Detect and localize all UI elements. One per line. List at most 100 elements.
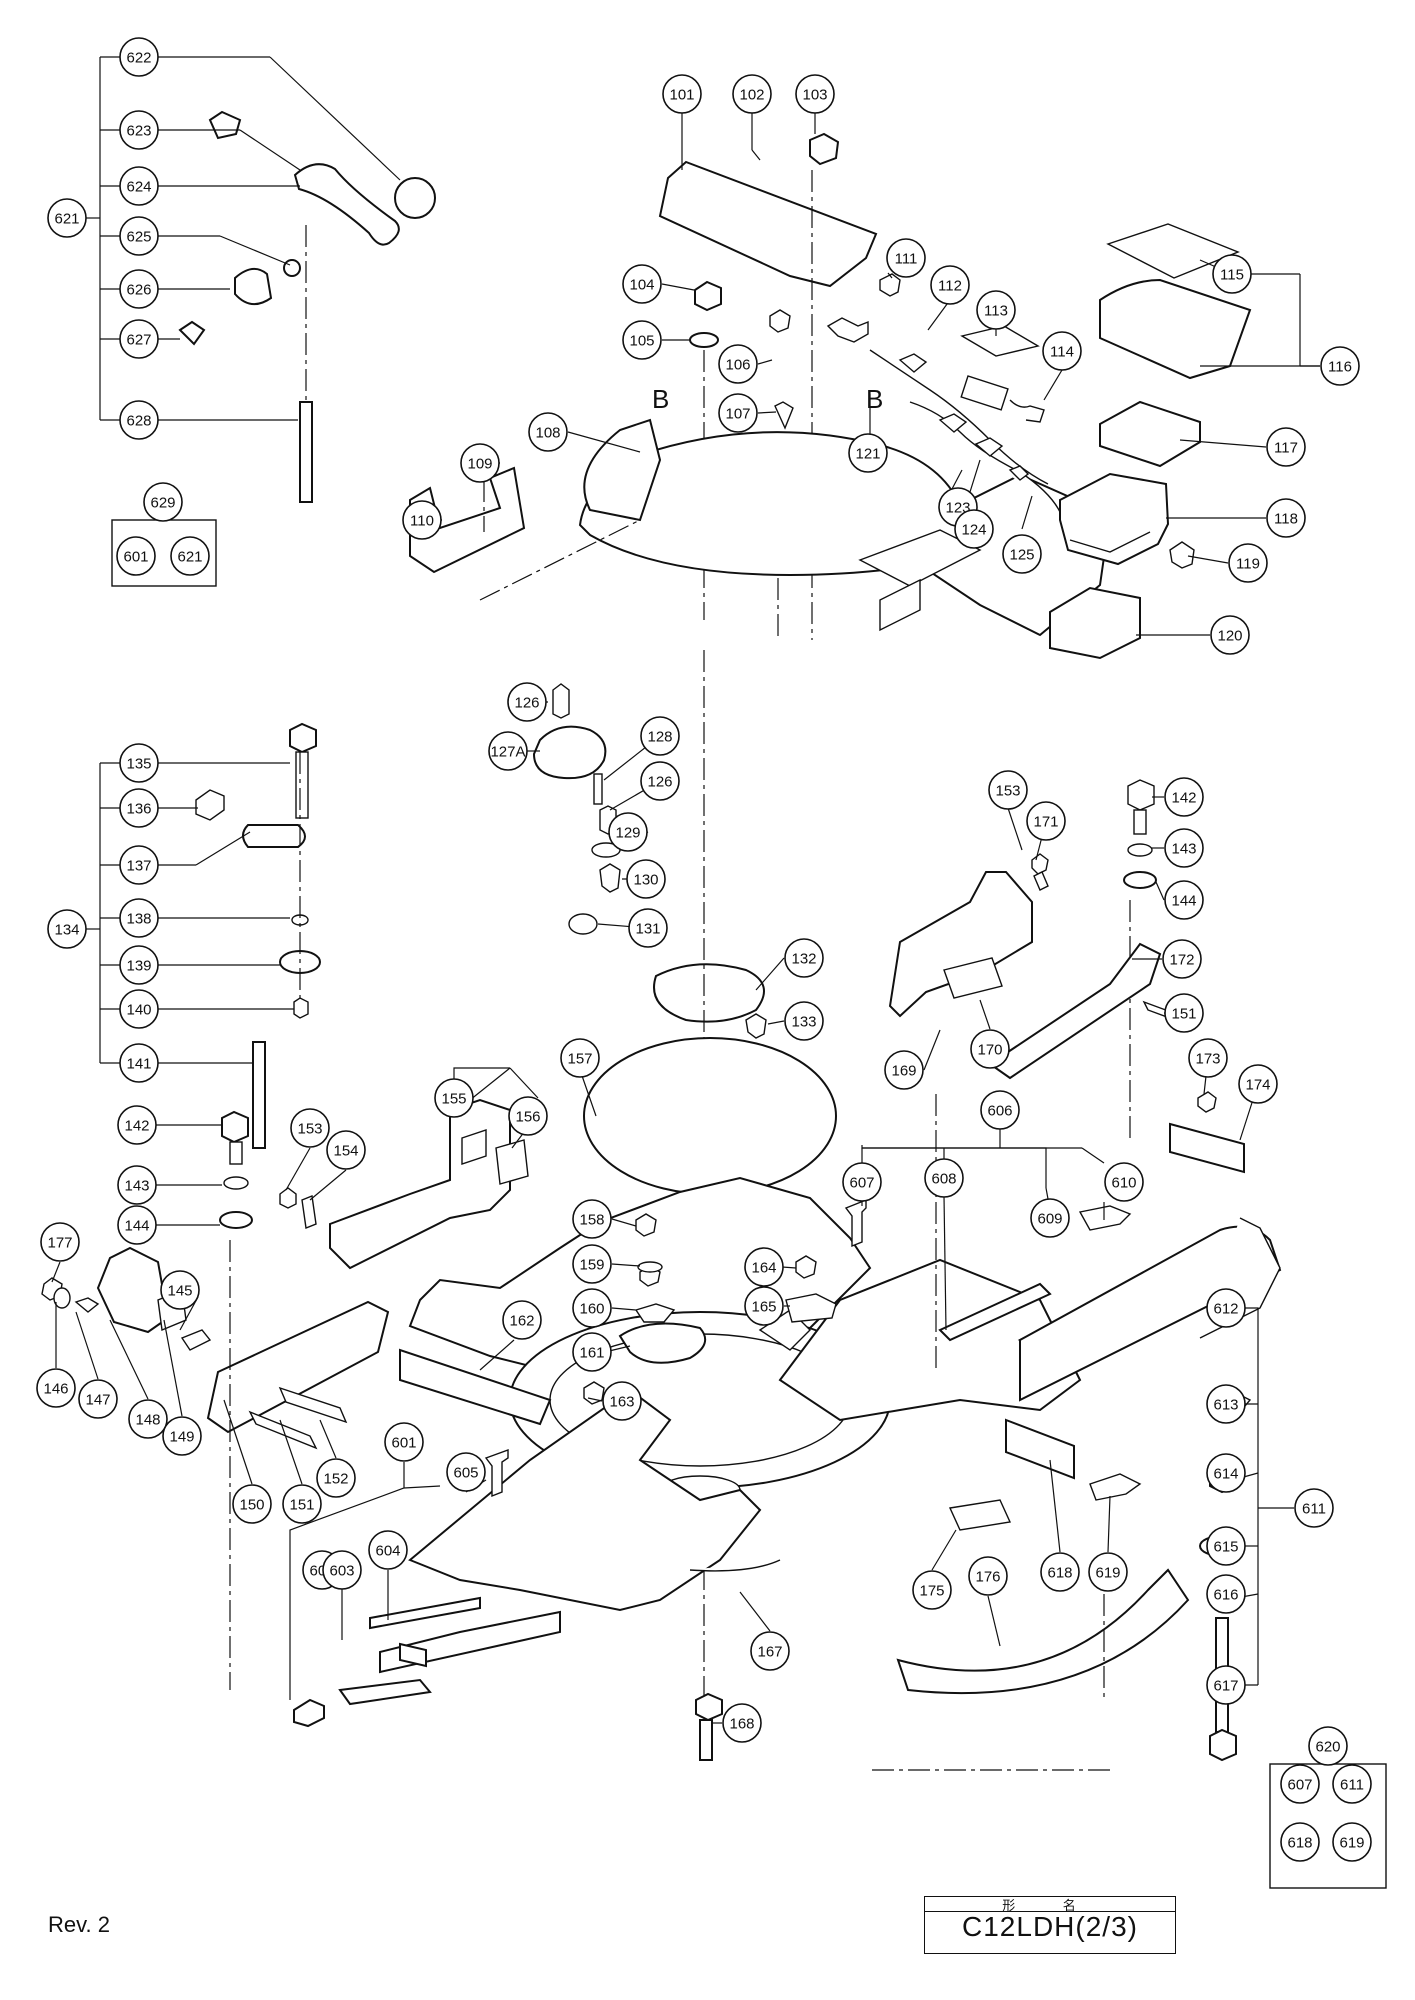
callout-148: 148 — [128, 1399, 168, 1439]
callout-130: 130 — [626, 859, 666, 899]
callout-615: 615 — [1206, 1526, 1246, 1566]
callout-142: 142 — [117, 1105, 157, 1145]
callout-149: 149 — [162, 1416, 202, 1456]
callout-number: 134 — [54, 922, 79, 939]
callout-circle — [119, 37, 159, 77]
callout-circle — [1104, 1162, 1144, 1202]
callout-number: 146 — [43, 1381, 68, 1398]
callout-circle — [1162, 939, 1202, 979]
callout-116: 116 — [1320, 346, 1360, 386]
callout-circle — [1294, 1488, 1334, 1528]
view-label-b-left: B — [652, 384, 669, 414]
callout-number: 151 — [1171, 1006, 1196, 1023]
callout-number: 127A — [490, 744, 525, 761]
callout-circle — [1164, 880, 1204, 920]
callout-606: 606 — [980, 1090, 1020, 1130]
callout-138: 138 — [119, 898, 159, 938]
center-lines — [229, 519, 1110, 1771]
callout-number: 137 — [126, 858, 151, 875]
callout-176: 176 — [968, 1556, 1008, 1596]
callout-number: 128 — [647, 729, 672, 746]
callout-number: 621 — [177, 549, 202, 566]
callout-number: 148 — [135, 1412, 160, 1429]
callout-number: 110 — [410, 513, 434, 530]
callout-number: 149 — [169, 1429, 194, 1446]
callout-145: 145 — [160, 1270, 200, 1310]
callout-104: 104 — [622, 264, 662, 304]
callout-604: 604 — [368, 1530, 408, 1570]
callout-number: 108 — [535, 425, 560, 442]
callout-circle — [119, 945, 159, 985]
callout-number: 104 — [629, 277, 654, 294]
callout-125: 125 — [1002, 534, 1042, 574]
callout-131: 131 — [628, 908, 668, 948]
view-label-b-right: B — [866, 384, 883, 414]
callout-circle — [1210, 615, 1250, 655]
callout-118: 118 — [1266, 498, 1306, 538]
callout-number: 153 — [297, 1121, 322, 1138]
callout-circle — [976, 290, 1016, 330]
callout-number: 616 — [1213, 1587, 1238, 1604]
callout-number: 147 — [85, 1392, 110, 1409]
leader-lines — [51, 56, 1320, 1724]
callout-number: 119 — [1236, 556, 1260, 573]
callout-number: 125 — [1009, 547, 1034, 564]
callout-number: 114 — [1050, 344, 1074, 361]
callout-circle — [980, 1090, 1020, 1130]
callout-circle — [326, 1130, 366, 1170]
callout-number: 162 — [509, 1313, 534, 1330]
callout-circle — [1206, 1665, 1246, 1705]
callout-number: 169 — [891, 1063, 916, 1080]
callout-112: 112 — [930, 265, 970, 305]
callout-number: 621 — [54, 211, 79, 228]
callout-124: 124 — [954, 509, 994, 549]
callout-619: 619 — [1332, 1822, 1372, 1862]
callout-626: 626 — [119, 269, 159, 309]
callout-circle — [640, 716, 680, 756]
callout-number: 618 — [1047, 1565, 1072, 1582]
callout-circle — [507, 682, 547, 722]
callout-170: 170 — [970, 1029, 1010, 1069]
callout-628: 628 — [119, 400, 159, 440]
callout-161: 161 — [572, 1332, 612, 1372]
callout-155: 155 — [434, 1078, 474, 1118]
callout-circle — [1266, 427, 1306, 467]
callout-circle — [622, 264, 662, 304]
callout-126: 126 — [507, 682, 547, 722]
callout-number: 158 — [579, 1212, 604, 1229]
callout-121: 121 — [848, 433, 888, 473]
callout-126: 126 — [640, 761, 680, 801]
callout-circle — [930, 265, 970, 305]
callout-611: 611 — [1294, 1488, 1334, 1528]
callout-number: 139 — [126, 958, 151, 975]
callout-143: 143 — [1164, 828, 1204, 868]
callout-number: 627 — [126, 332, 151, 349]
callout-number: 617 — [1213, 1678, 1238, 1695]
callout-circle — [848, 433, 888, 473]
callout-173: 173 — [1188, 1038, 1228, 1078]
callout-circle — [117, 1105, 157, 1145]
callout-153: 153 — [988, 770, 1028, 810]
callout-circle — [508, 1096, 548, 1136]
callout-circle — [36, 1368, 76, 1408]
callout-618: 618 — [1040, 1552, 1080, 1592]
callout-number: 130 — [633, 872, 658, 889]
callout-number: 606 — [987, 1103, 1012, 1120]
callout-circle — [954, 509, 994, 549]
callout-circle — [282, 1484, 322, 1524]
callout-circle — [608, 812, 648, 852]
callout-number: 623 — [126, 123, 151, 140]
callout-circle — [128, 1399, 168, 1439]
callout-circle — [572, 1199, 612, 1239]
callout-number: 142 — [1171, 790, 1196, 807]
callout-number: 177 — [47, 1235, 72, 1252]
callout-164: 164 — [744, 1247, 784, 1287]
callout-137: 137 — [119, 845, 159, 885]
callout-133: 133 — [784, 1001, 824, 1041]
callout-150: 150 — [232, 1484, 272, 1524]
callout-number: 168 — [729, 1716, 754, 1733]
callout-153: 153 — [290, 1108, 330, 1148]
callout-number: 165 — [751, 1299, 776, 1316]
callout-circle — [1280, 1764, 1320, 1804]
